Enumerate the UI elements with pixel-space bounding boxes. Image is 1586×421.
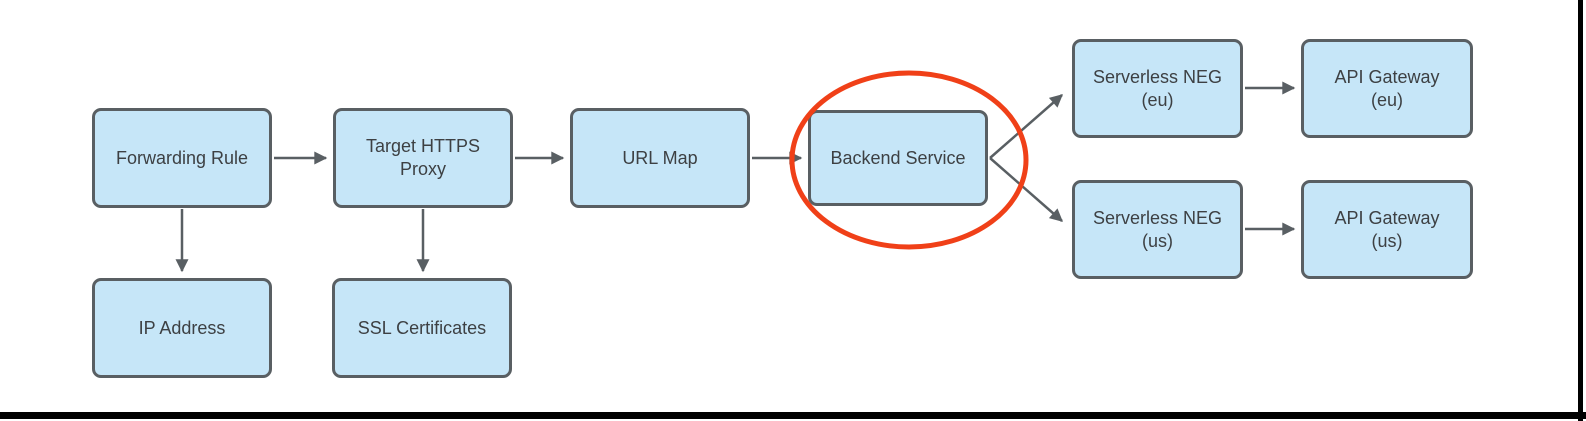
node-label: IP Address: [138, 317, 226, 338]
node-ip-address: IP Address: [92, 278, 272, 378]
node-label: Target HTTPS Proxy: [365, 136, 481, 179]
node-ssl-certificates: SSL Certificates: [332, 278, 512, 378]
node-label: API Gateway (eu): [1334, 66, 1440, 110]
node-label: SSL Certificates: [357, 317, 487, 338]
node-api-gateway-us: API Gateway (us): [1301, 180, 1473, 279]
arrow-backend-service-to-serverless-neg-eu: [989, 94, 1063, 159]
node-target-https-proxy: Target HTTPS Proxy: [333, 108, 513, 208]
node-url-map: URL Map: [570, 108, 750, 208]
node-label: Serverless NEG (eu): [1092, 66, 1223, 110]
node-serverless-neg-us: Serverless NEG (us): [1072, 180, 1243, 279]
node-forwarding-rule: Forwarding Rule: [92, 108, 272, 208]
node-label: API Gateway (us): [1334, 207, 1440, 251]
node-backend-service: Backend Service: [808, 110, 988, 206]
node-label: URL Map: [622, 147, 698, 168]
node-label: Backend Service: [830, 147, 966, 168]
node-api-gateway-eu: API Gateway (eu): [1301, 39, 1473, 138]
node-label: Forwarding Rule: [115, 147, 249, 168]
arrow-backend-service-to-serverless-neg-us: [989, 157, 1063, 222]
window-frame-right: [1578, 0, 1583, 421]
window-frame-bottom: [0, 412, 1586, 419]
node-serverless-neg-eu: Serverless NEG (eu): [1072, 39, 1243, 138]
node-label: Serverless NEG (us): [1092, 207, 1223, 251]
